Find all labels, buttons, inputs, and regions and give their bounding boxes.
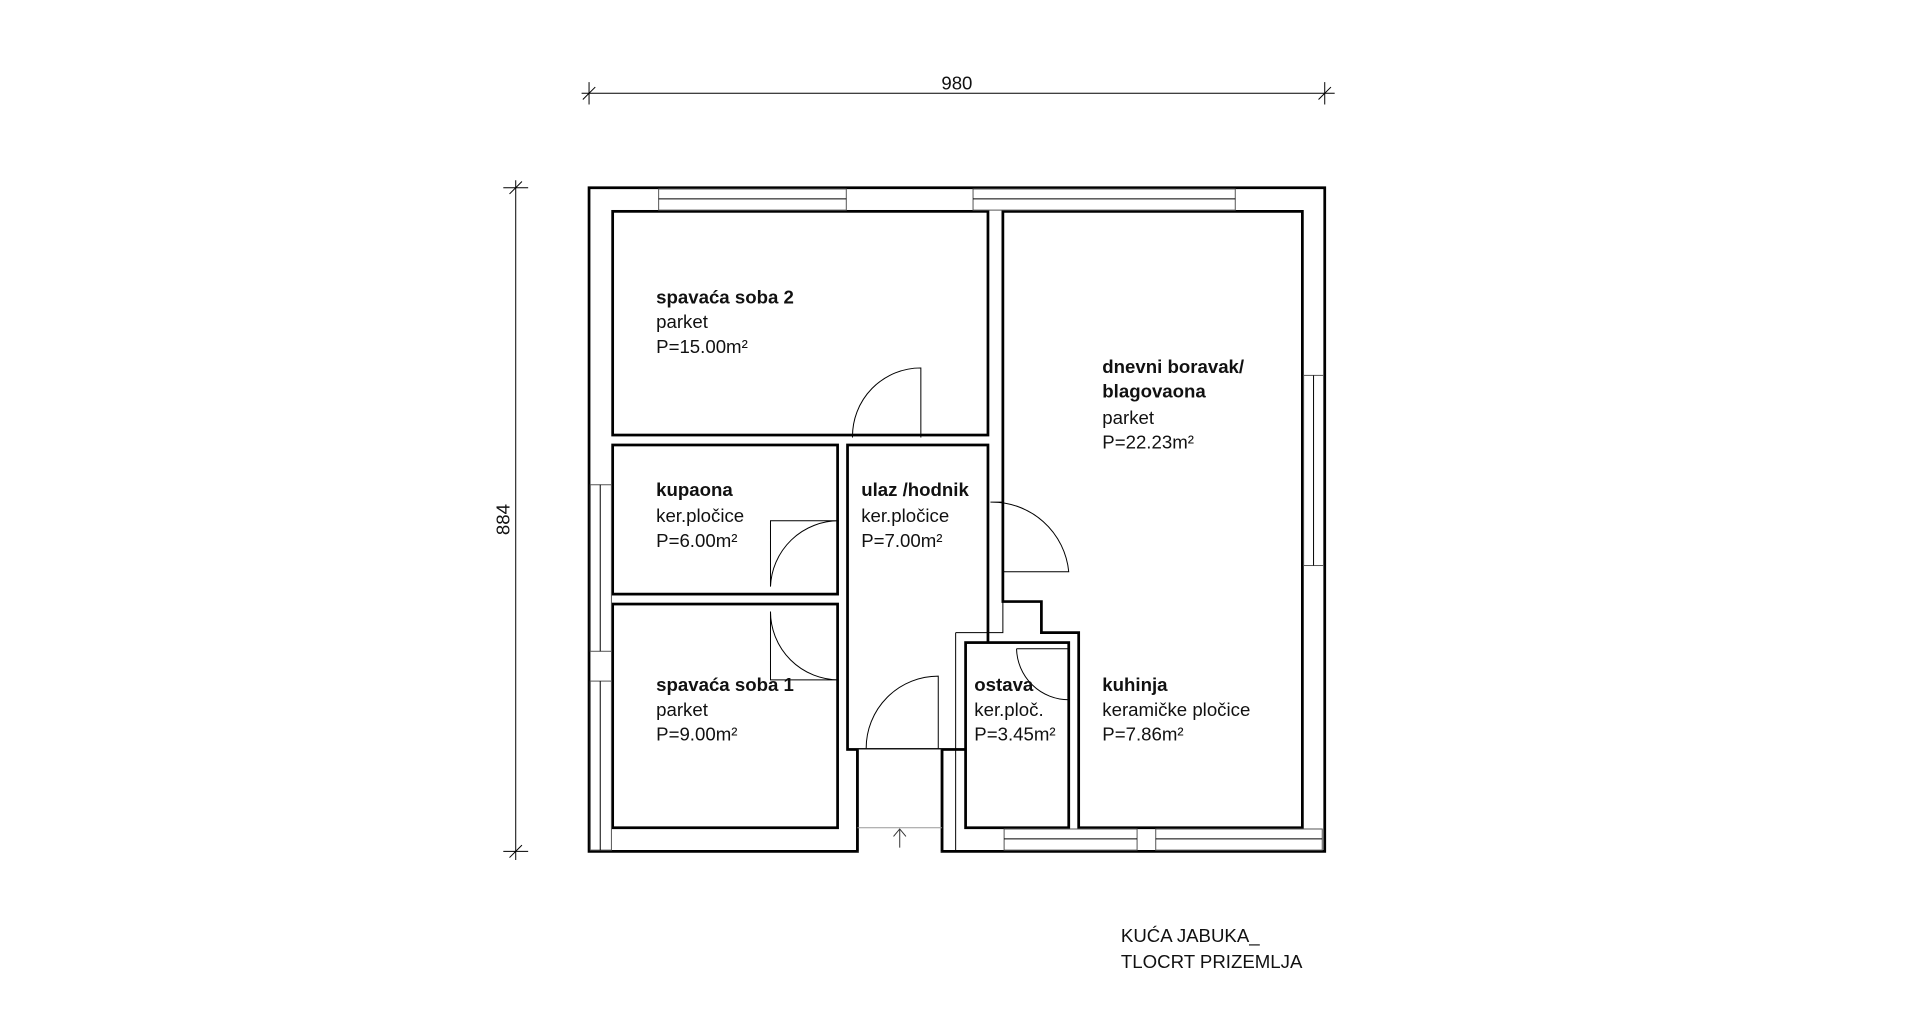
dimension-width: 980 xyxy=(581,73,1335,105)
svg-text:TLOCRT PRIZEMLJA: TLOCRT PRIZEMLJA xyxy=(1121,951,1303,972)
windows xyxy=(589,188,1324,851)
svg-text:P=9.00m²: P=9.00m² xyxy=(656,724,737,745)
svg-text:ulaz /hodnik: ulaz /hodnik xyxy=(861,479,969,500)
svg-text:P=7.00m²: P=7.00m² xyxy=(861,530,942,551)
svg-text:blagovaona: blagovaona xyxy=(1102,381,1206,402)
room-dnevni-boravak: dnevni boravak/ blagovaona parket P=22.2… xyxy=(1102,356,1244,453)
svg-text:keramičke pločice: keramičke pločice xyxy=(1102,699,1250,720)
room-ostava: ostava ker.ploč. P=3.45m² xyxy=(974,674,1055,745)
svg-text:P=7.86m²: P=7.86m² xyxy=(1102,724,1183,745)
room-kupaona: kupaona ker.pločice P=6.00m² xyxy=(656,479,744,551)
svg-text:ker.ploč.: ker.ploč. xyxy=(974,699,1043,720)
doors xyxy=(769,367,1070,749)
drawing-title: KUĆA JABUKA_ TLOCRT PRIZEMLJA xyxy=(1121,925,1303,972)
svg-text:parket: parket xyxy=(1102,407,1155,428)
room-spavaca-soba-2: spavaća soba 2 parket P=15.00m² xyxy=(656,286,794,357)
svg-text:parket: parket xyxy=(656,699,709,720)
svg-text:P=6.00m²: P=6.00m² xyxy=(656,530,737,551)
svg-text:P=15.00m²: P=15.00m² xyxy=(656,336,748,357)
room-kuhinja: kuhinja keramičke pločice P=7.86m² xyxy=(1102,674,1250,745)
svg-text:ker.pločice: ker.pločice xyxy=(656,505,744,526)
svg-text:spavaća soba 1: spavaća soba 1 xyxy=(656,674,794,695)
svg-text:parket: parket xyxy=(656,311,709,332)
svg-text:KUĆA JABUKA_: KUĆA JABUKA_ xyxy=(1121,925,1260,947)
svg-text:spavaća soba 2: spavaća soba 2 xyxy=(656,286,794,307)
svg-text:ostava: ostava xyxy=(974,674,1034,695)
svg-text:ker.pločice: ker.pločice xyxy=(861,505,949,526)
room-spavaca-soba-1: spavaća soba 1 parket P=9.00m² xyxy=(656,674,794,745)
walls xyxy=(587,186,1327,853)
svg-text:dnevni boravak/: dnevni boravak/ xyxy=(1102,356,1244,377)
dimension-width-label: 980 xyxy=(941,73,972,94)
svg-text:P=22.23m²: P=22.23m² xyxy=(1102,432,1194,453)
svg-text:kupaona: kupaona xyxy=(656,479,733,500)
dimension-height: 884 xyxy=(493,180,529,861)
room-ulaz-hodnik: ulaz /hodnik ker.pločice P=7.00m² xyxy=(861,479,969,551)
dimension-height-label: 884 xyxy=(493,504,514,535)
svg-text:P=3.45m²: P=3.45m² xyxy=(974,724,1055,745)
svg-text:kuhinja: kuhinja xyxy=(1102,674,1168,695)
